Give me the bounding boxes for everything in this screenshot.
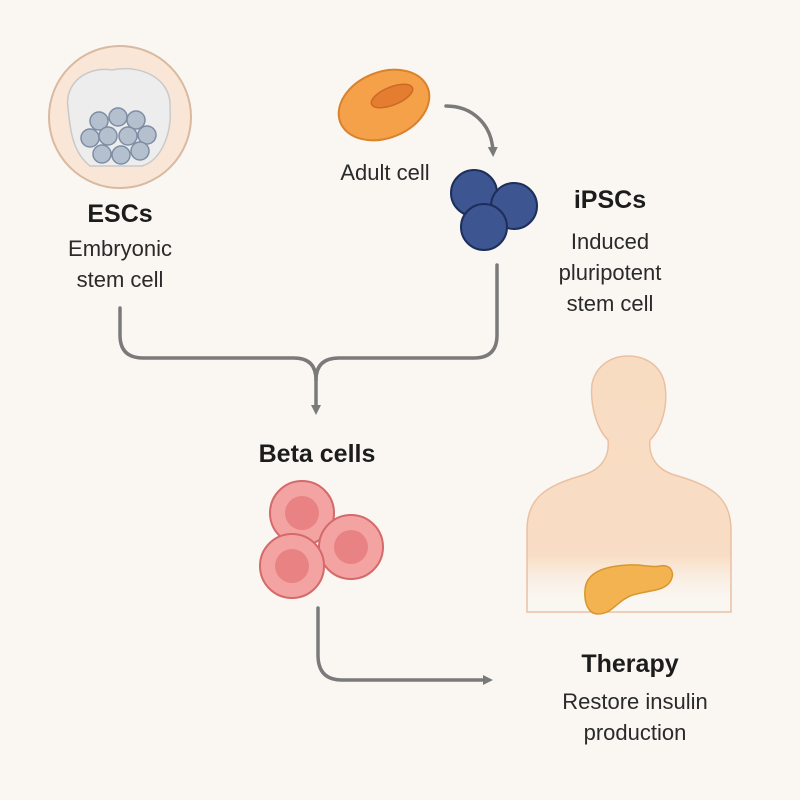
arrow-ipsc-to-beta <box>314 263 499 382</box>
therapy-title: Therapy <box>581 650 679 678</box>
ipsc-description-line-3: stem cell <box>566 291 654 316</box>
arrow-esc-to-beta <box>118 306 321 415</box>
beta-cells-icon <box>259 480 384 599</box>
therapy-description: Restore insulin production <box>520 686 750 748</box>
adult-cell-icon <box>337 68 431 142</box>
adult-cell-label: Adult cell <box>340 160 430 185</box>
ipsc-description: Induced pluripotent stem cell <box>520 226 700 319</box>
beta-cells-title: Beta cells <box>258 440 376 468</box>
esc-description-line-2: stem cell <box>76 267 164 292</box>
embryo-icon <box>48 45 192 189</box>
therapy-description-line-1: Restore insulin <box>562 689 708 714</box>
therapy-description-line-2: production <box>583 720 687 745</box>
ipsc-title: iPSCs <box>573 186 647 214</box>
esc-description-line-1: Embryonic <box>68 236 172 261</box>
arrow-beta-to-therapy <box>316 606 493 685</box>
ipsc-description-line-1: Induced <box>570 229 650 254</box>
ipsc-description-line-2: pluripotent <box>558 260 662 285</box>
human-body-icon <box>526 355 732 613</box>
ipsc-cells-icon <box>450 169 538 251</box>
pancreas-icon <box>584 564 674 615</box>
esc-description: Embryonic stem cell <box>30 233 210 295</box>
arrow-adult-to-ipsc <box>444 104 498 157</box>
esc-title: ESCs <box>87 200 153 228</box>
